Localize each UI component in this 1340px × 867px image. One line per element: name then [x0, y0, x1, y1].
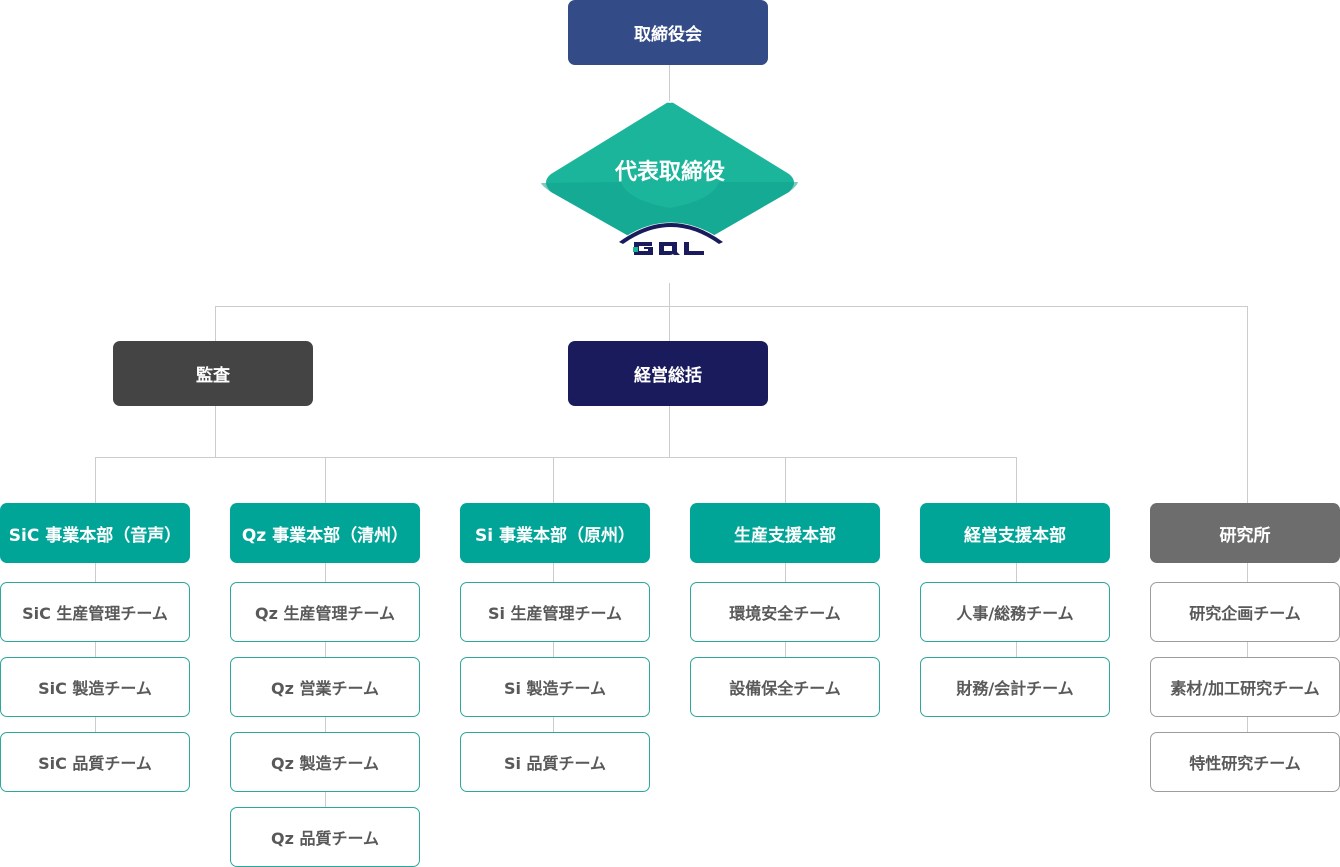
- team-box: Si 生産管理チーム: [460, 582, 650, 642]
- connector-board-ceo: [669, 65, 670, 101]
- connector-research-down: [1247, 306, 1248, 503]
- division-research: 研究所: [1150, 503, 1340, 563]
- team-box: 特性研究チーム: [1150, 732, 1340, 792]
- connector-ceo-down: [669, 283, 670, 341]
- connector-division-bar: [95, 457, 1017, 458]
- division-sic: SiC 事業本部（音声）: [0, 503, 190, 563]
- division-si: Si 事業本部（原州）: [460, 503, 650, 563]
- division-qz: Qz 事業本部（清州）: [230, 503, 420, 563]
- audit-node: 監査: [113, 341, 313, 406]
- team-box: SiC 生産管理チーム: [0, 582, 190, 642]
- connector-div-3: [785, 457, 786, 503]
- team-box: 素材/加工研究チーム: [1150, 657, 1340, 717]
- team-box: 財務/会計チーム: [920, 657, 1110, 717]
- ceo-label: 代表取締役: [614, 160, 725, 185]
- team-box: 研究企画チーム: [1150, 582, 1340, 642]
- team-box: 人事/総務チーム: [920, 582, 1110, 642]
- team-box: Qz 営業チーム: [230, 657, 420, 717]
- ceo-shape-icon: [541, 102, 798, 260]
- team-box: 環境安全チーム: [690, 582, 880, 642]
- team-box: Qz 生産管理チーム: [230, 582, 420, 642]
- connector-col-0: [95, 563, 96, 732]
- team-box: 設備保全チーム: [690, 657, 880, 717]
- division-production-support: 生産支援本部: [690, 503, 880, 563]
- connector-col-5: [1247, 563, 1248, 732]
- gql-logo: [633, 242, 704, 255]
- connector-top-bar: [215, 306, 1248, 307]
- team-box: SiC 品質チーム: [0, 732, 190, 792]
- team-box: Qz 品質チーム: [230, 807, 420, 867]
- team-box: SiC 製造チーム: [0, 657, 190, 717]
- team-box: Qz 製造チーム: [230, 732, 420, 792]
- connector-mgmt-down: [669, 406, 670, 457]
- connector-div-2: [553, 457, 554, 503]
- team-box: Si 製造チーム: [460, 657, 650, 717]
- team-box: Si 品質チーム: [460, 732, 650, 792]
- connector-audit-down: [215, 306, 216, 341]
- connector-audit-lower: [215, 406, 216, 457]
- connector-div-4: [1016, 457, 1017, 503]
- connector-col-2: [553, 563, 554, 732]
- connector-div-1: [325, 457, 326, 503]
- board-node: 取締役会: [568, 0, 768, 65]
- division-management-support: 経営支援本部: [920, 503, 1110, 563]
- ceo-node: 代表取締役: [541, 100, 799, 260]
- management-node: 経営総括: [568, 341, 768, 406]
- connector-div-0: [95, 457, 96, 503]
